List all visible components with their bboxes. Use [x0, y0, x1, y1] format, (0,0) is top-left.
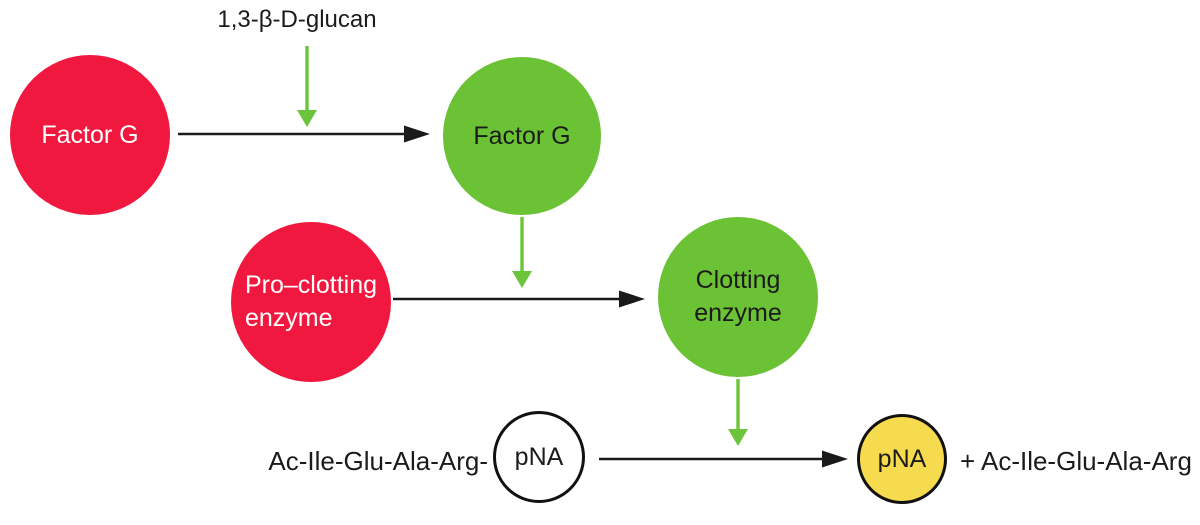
node-released-pna: pNA: [857, 414, 947, 504]
node-pro-clotting-enzyme: Pro–clotting enzyme: [231, 222, 391, 382]
factor-g-activation-arrow: [178, 125, 430, 143]
glucan-label: 1,3-β-D-glucan: [217, 6, 377, 33]
substrate-cleavage-arrow: [599, 450, 848, 468]
glucan-trigger-arrow: [297, 46, 317, 127]
node-substrate-pna: pNA: [493, 411, 585, 503]
factor-g-trigger-arrow: [512, 217, 532, 288]
clotting-enzyme-trigger-arrow: [728, 379, 748, 446]
node-clotting-enzyme: Clotting enzyme: [658, 217, 818, 377]
substrate-peptide-label: Ac-Ile-Glu-Ala-Arg-: [268, 446, 488, 476]
pro-clotting-activation-arrow: [393, 290, 645, 308]
product-peptide-label: + Ac-Ile-Glu-Ala-Arg: [960, 446, 1192, 476]
node-factor-g-inactive: Factor G: [10, 55, 170, 215]
node-factor-g-active: Factor G: [443, 57, 601, 215]
